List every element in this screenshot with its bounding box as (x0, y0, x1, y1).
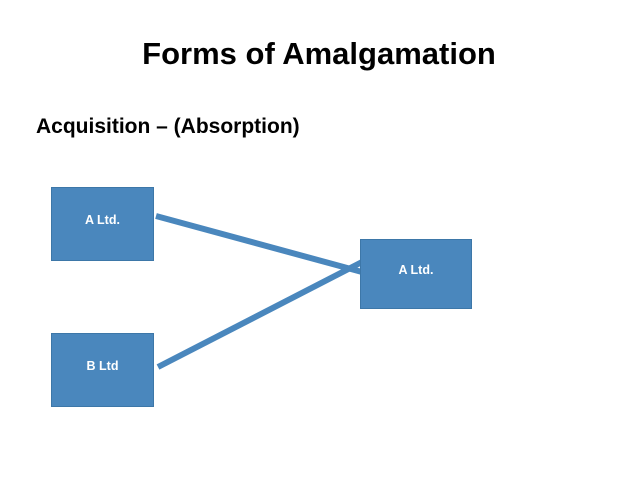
slide-subtitle: Acquisition – (Absorption) (36, 115, 300, 138)
box-a-ltd-result-label: A Ltd. (398, 263, 434, 277)
box-a-ltd-top[interactable]: A Ltd. (51, 187, 154, 261)
box-b-ltd-label: B Ltd (86, 359, 119, 373)
box-a-ltd-top-label: A Ltd. (85, 213, 120, 227)
page-title: Forms of Amalgamation (142, 36, 496, 71)
box-a-ltd-result[interactable]: A Ltd. (360, 239, 472, 309)
box-b-ltd[interactable]: B Ltd (51, 333, 154, 407)
connector-b-to-a-right (156, 259, 364, 370)
connector-a-top-to-a-right (155, 213, 363, 275)
